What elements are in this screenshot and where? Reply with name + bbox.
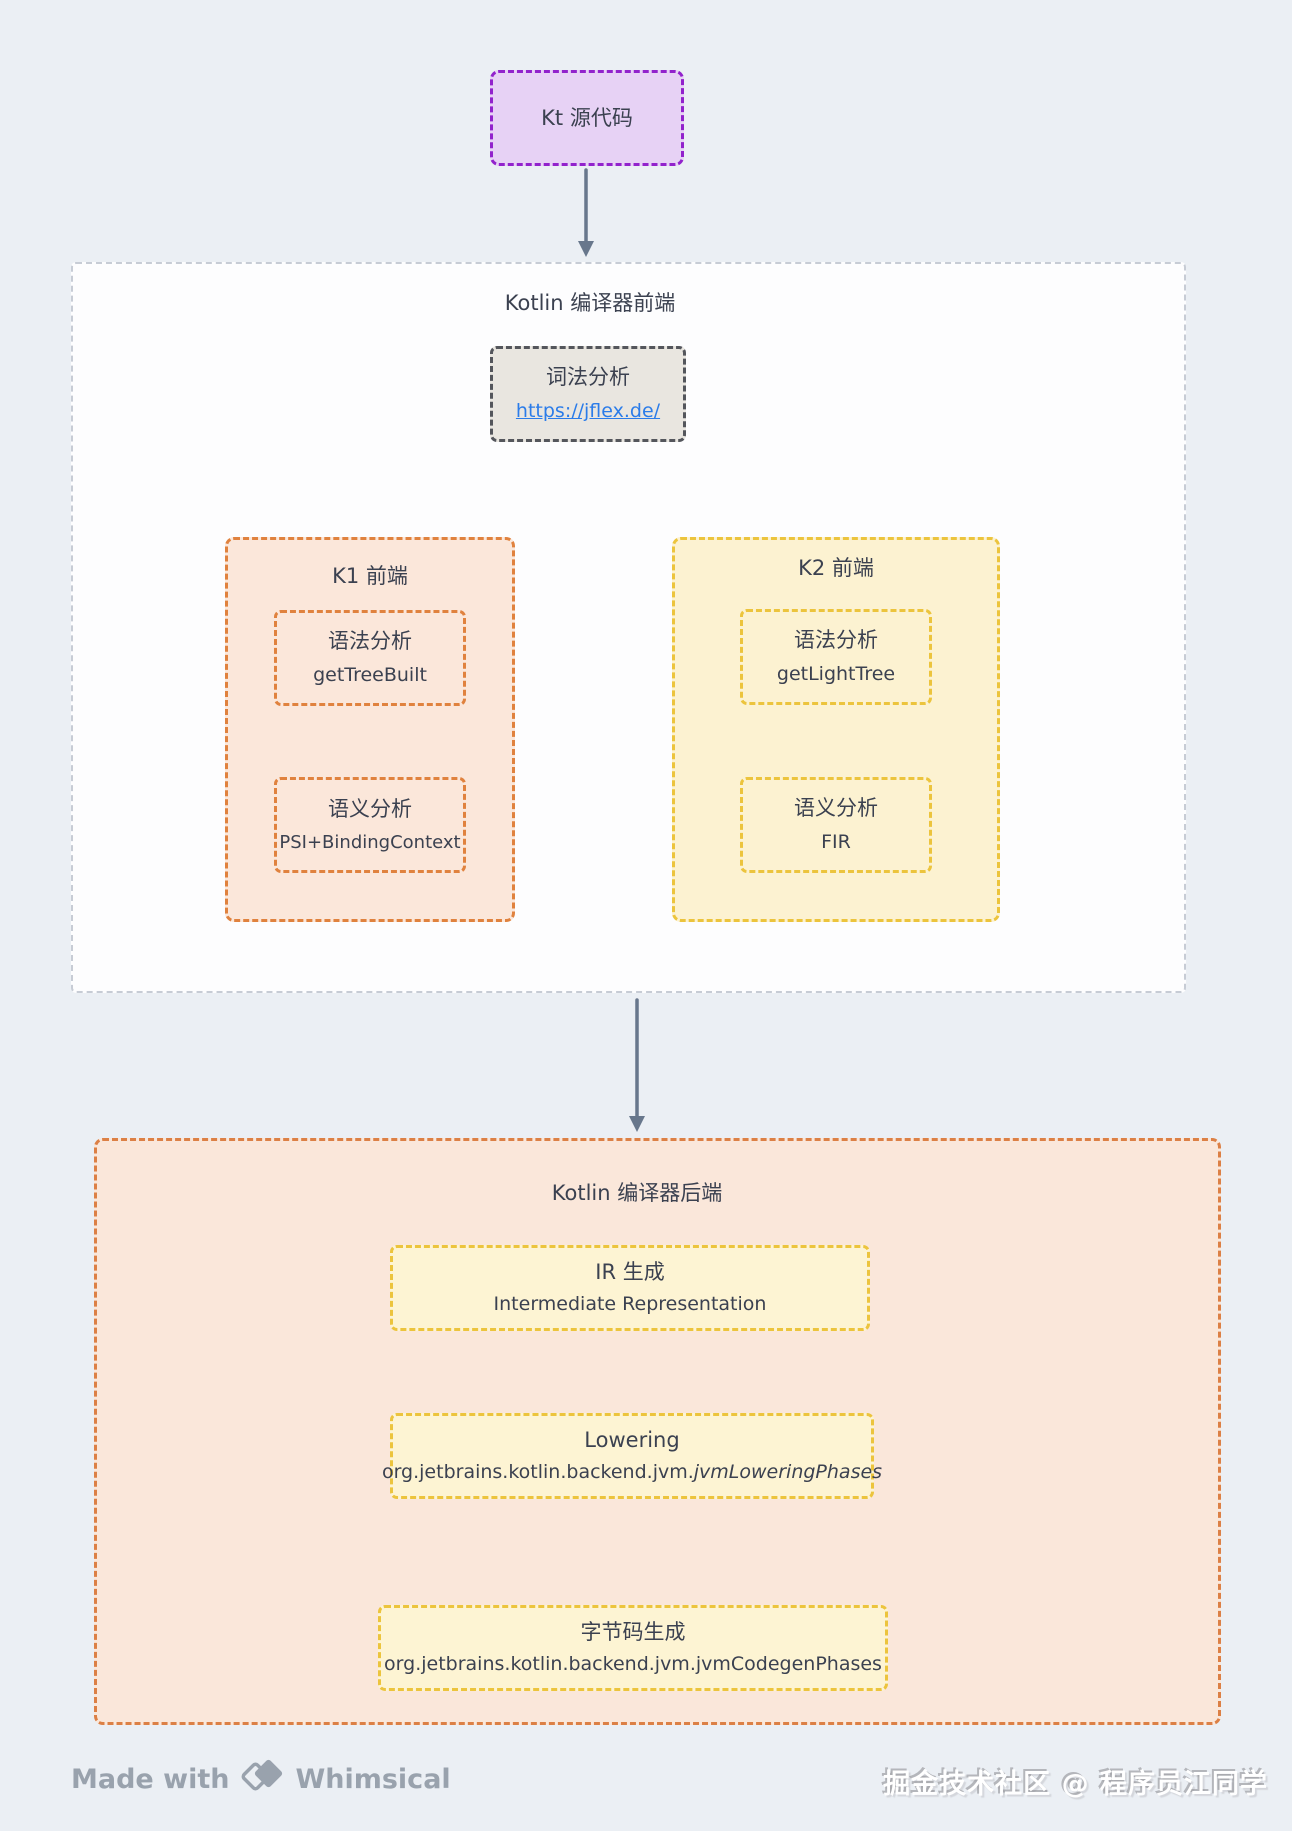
arrowhead [578,241,594,257]
node-k1-syntax-line2: getTreeBuilt [313,664,427,687]
made-with-whimsical[interactable]: Made with Whimsical [71,1756,451,1802]
node-kt-source-label: Kt 源代码 [541,105,633,130]
node-k1-semantic-line1: 语义分析 [328,796,412,821]
node-lowering-line2-prefix: org.jetbrains.kotlin.backend.jvm. [381,1461,694,1484]
node-k1-semantic: 语义分析 PSI+BindingContext [274,777,466,873]
node-ir-line1: IR 生成 [595,1260,665,1284]
node-lexer-label: 词法分析 [546,365,630,389]
arrowhead [629,1116,645,1132]
node-bytecode-generation: 字节码生成 org.jetbrains.kotlin.backend.jvm.j… [378,1605,888,1691]
whimsical-brand-label: Whimsical [295,1763,451,1795]
node-k1-syntax-line1: 语法分析 [328,629,412,653]
node-ir-generation: IR 生成 Intermediate Representation [390,1245,870,1331]
container-k2-frontend-title: K2 前端 [798,556,874,580]
node-k2-syntax-line1: 语法分析 [794,628,878,652]
node-bytecode-line2: org.jetbrains.kotlin.backend.jvm.jvmCode… [384,1653,882,1676]
node-k2-semantic-line2: FIR [821,831,851,854]
made-with-label: Made with [71,1763,230,1795]
node-bytecode-line1: 字节码生成 [580,1620,686,1644]
node-lowering-line2-italic: jvmLoweringPhases [693,1461,883,1484]
container-kotlin-frontend-title: Kotlin 编译器前端 [504,291,676,315]
node-lexer: 词法分析 https://jflex.de/ [490,346,686,442]
watermark-text: 掘金技术社区 @ 程序员江同学 [883,1769,1268,1800]
node-k2-semantic: 语义分析 FIR [740,777,932,873]
node-lowering: Lowering org.jetbrains.kotlin.backend.jv… [382,1413,882,1499]
node-ir-line2: Intermediate Representation [493,1293,767,1316]
whimsical-logo-icon [242,1759,283,1791]
node-k1-semantic-line2: PSI+BindingContext [279,832,461,854]
container-kotlin-backend-title: Kotlin 编译器后端 [551,1181,723,1205]
node-lowering-line2: org.jetbrains.kotlin.backend.jvm.jvmLowe… [382,1459,882,1487]
container-k1-frontend-title: K1 前端 [332,564,408,588]
node-k2-syntax-line2: getLightTree [776,663,896,686]
node-kt-source: Kt 源代码 [490,70,684,166]
node-lowering-line1: Lowering [584,1428,680,1452]
node-k1-syntax: 语法分析 getTreeBuilt [274,610,466,706]
node-k2-syntax: 语法分析 getLightTree [740,609,932,705]
node-k2-semantic-line1: 语义分析 [794,796,878,820]
jflex-link[interactable]: https://jflex.de/ [515,400,661,423]
